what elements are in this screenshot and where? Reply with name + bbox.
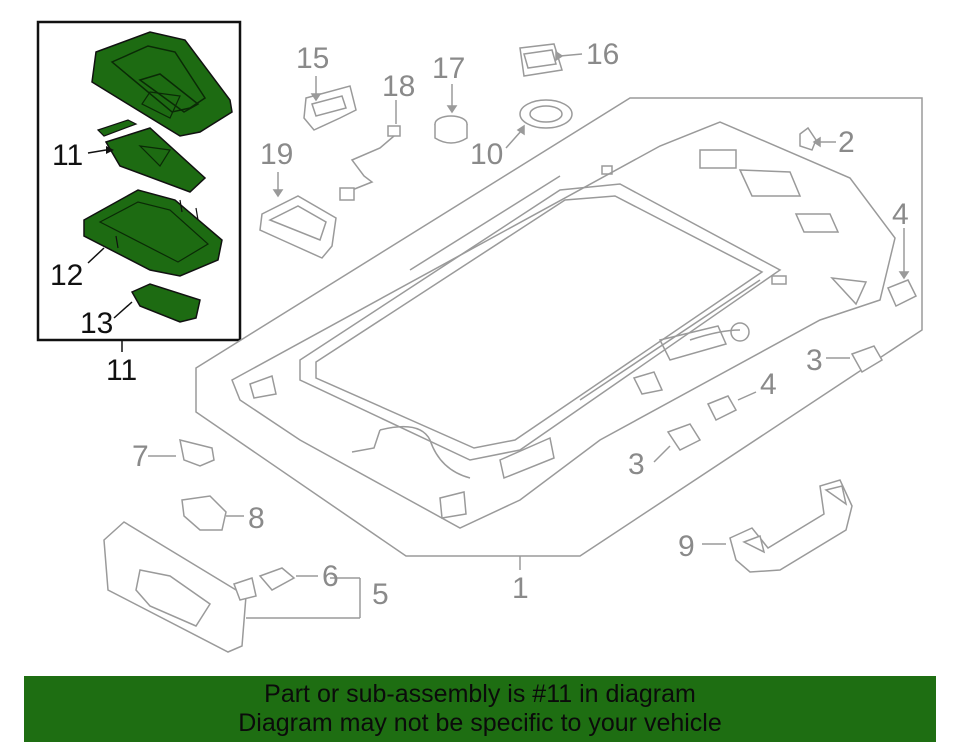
callout-4-upper: 4 bbox=[892, 198, 909, 231]
part-12-panel[interactable] bbox=[104, 127, 207, 193]
callout-3-lower: 3 bbox=[628, 448, 645, 481]
callout-12: 11 bbox=[52, 139, 83, 172]
callout-19: 19 bbox=[260, 138, 293, 171]
info-banner: Part or sub-assembly is #11 in diagram D… bbox=[24, 676, 936, 742]
part-3-cover-lower[interactable] bbox=[653, 423, 702, 463]
callout-15: 15 bbox=[296, 42, 329, 75]
callout-8: 8 bbox=[248, 502, 265, 535]
callout-17: 17 bbox=[432, 52, 465, 85]
callout-3-upper: 3 bbox=[806, 344, 823, 377]
callout-2: 2 bbox=[838, 126, 855, 159]
part-7-clip[interactable] bbox=[148, 438, 215, 467]
part-8-holder[interactable] bbox=[181, 495, 244, 531]
callout-16: 16 bbox=[586, 38, 619, 71]
part-1-headliner[interactable] bbox=[195, 97, 923, 557]
part-5-sun-visor[interactable] bbox=[103, 521, 361, 653]
callout-6: 6 bbox=[322, 560, 339, 593]
subassembly-11-group[interactable]: 11 12 13 11 bbox=[36, 20, 242, 387]
callout-14: 13 bbox=[80, 307, 113, 340]
callout-4-lower: 4 bbox=[760, 368, 777, 401]
part-18-wire-harness[interactable] bbox=[339, 100, 401, 201]
part-2-clip[interactable] bbox=[799, 126, 836, 151]
callout-13: 12 bbox=[50, 259, 83, 292]
callout-9: 9 bbox=[678, 530, 695, 563]
callout-18: 18 bbox=[382, 70, 415, 103]
part-4-cover-lower[interactable] bbox=[706, 391, 757, 422]
part-12-lens-strip[interactable] bbox=[96, 119, 138, 137]
callout-1: 1 bbox=[512, 572, 529, 605]
part-19-lamp-housing[interactable] bbox=[259, 172, 337, 259]
part-13-base-plate[interactable] bbox=[83, 189, 223, 277]
callout-11: 11 bbox=[106, 354, 137, 387]
part-17-clip[interactable] bbox=[434, 84, 468, 144]
callout-10: 10 bbox=[470, 138, 503, 171]
callout-5: 5 bbox=[372, 578, 389, 611]
part-9-grab-handle[interactable] bbox=[702, 479, 853, 573]
part-15-bracket[interactable] bbox=[303, 76, 357, 131]
parts-diagram: 11 12 13 11 bbox=[36, 20, 923, 653]
part-3-cover-upper[interactable] bbox=[826, 345, 884, 374]
part-14-cover[interactable] bbox=[130, 283, 201, 323]
part-10-ring[interactable] bbox=[505, 99, 573, 149]
part-16-module[interactable] bbox=[519, 43, 583, 77]
part-4-cover-upper[interactable] bbox=[886, 228, 918, 308]
banner-line-2: Diagram may not be specific to your vehi… bbox=[238, 709, 722, 737]
banner-line-1: Part or sub-assembly is #11 in diagram bbox=[264, 680, 696, 708]
callout-7: 7 bbox=[132, 440, 149, 473]
part-6-lens[interactable] bbox=[258, 567, 318, 591]
part-11-overhead-console[interactable] bbox=[91, 31, 233, 137]
